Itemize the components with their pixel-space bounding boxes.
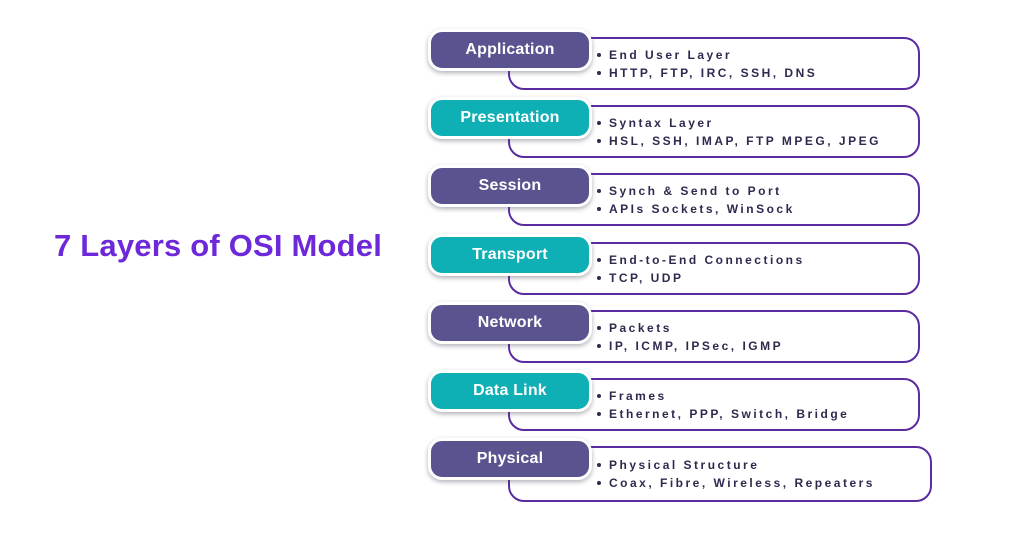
layer-name: Session <box>478 177 542 194</box>
bullet-icon <box>597 257 601 262</box>
layer-point-line: Coax, Fibre, Wireless, Repeaters <box>597 476 930 490</box>
layer-pill: Session <box>428 165 592 207</box>
layer-point-line: IP, ICMP, IPSec, IGMP <box>597 339 918 353</box>
bullet-icon <box>597 325 601 330</box>
bullet-icon <box>597 206 601 211</box>
layer-row: Frames Ethernet, PPP, Switch, Bridge Dat… <box>428 370 948 434</box>
layer-name: Data Link <box>473 382 547 399</box>
layer-point-line: Synch & Send to Port <box>597 184 918 198</box>
layer-name: Presentation <box>460 109 560 126</box>
layer-point: End-to-End Connections <box>609 252 805 267</box>
layer-name: Transport <box>472 246 548 263</box>
layer-point: Coax, Fibre, Wireless, Repeaters <box>609 476 875 490</box>
layer-pill: Data Link <box>428 370 592 412</box>
layer-pill: Transport <box>428 234 592 276</box>
layer-point-line: End User Layer <box>597 48 918 62</box>
layer-point: HSL, SSH, IMAP, FTP MPEG, JPEG <box>609 133 881 148</box>
layer-point: Frames <box>609 388 667 403</box>
layer-point: Packets <box>609 320 672 335</box>
bullet-icon <box>597 188 601 193</box>
bullet-icon <box>597 70 601 75</box>
diagram-title: 7 Layers of OSI Model <box>54 228 383 263</box>
layer-row: End-to-End Connections TCP, UDP Transpor… <box>428 234 948 298</box>
layer-point-line: End-to-End Connections <box>597 253 918 267</box>
layer-pill: Presentation <box>428 97 592 139</box>
layer-point: TCP, UDP <box>609 270 684 285</box>
layer-point-line: APIs Sockets, WinSock <box>597 202 918 216</box>
bullet-icon <box>597 463 601 467</box>
bullet-icon <box>597 275 601 280</box>
bullet-icon <box>597 393 601 398</box>
bullet-icon <box>597 411 601 416</box>
bullet-icon <box>597 52 601 57</box>
layer-point: Ethernet, PPP, Switch, Bridge <box>609 406 850 421</box>
layer-row: Packets IP, ICMP, IPSec, IGMP Network <box>428 302 948 366</box>
layer-pill: Application <box>428 29 592 71</box>
layer-point-line: TCP, UDP <box>597 271 918 285</box>
layer-name: Application <box>465 41 555 58</box>
layer-point: Synch & Send to Port <box>609 183 782 198</box>
layer-point: HTTP, FTP, IRC, SSH, DNS <box>609 65 818 80</box>
layer-point-line: Ethernet, PPP, Switch, Bridge <box>597 407 918 421</box>
layer-point-line: HSL, SSH, IMAP, FTP MPEG, JPEG <box>597 134 918 148</box>
layer-point-line: Physical Structure <box>597 458 930 472</box>
layer-point-line: Syntax Layer <box>597 116 918 130</box>
layer-row: Physical Structure Coax, Fibre, Wireless… <box>428 438 948 502</box>
layer-row: End User Layer HTTP, FTP, IRC, SSH, DNS … <box>428 29 948 93</box>
bullet-icon <box>597 120 601 125</box>
layer-point: APIs Sockets, WinSock <box>609 201 795 216</box>
layer-row: Syntax Layer HSL, SSH, IMAP, FTP MPEG, J… <box>428 97 948 161</box>
layer-point-line: HTTP, FTP, IRC, SSH, DNS <box>597 66 918 80</box>
bullet-icon <box>597 481 601 485</box>
layer-point: End User Layer <box>609 47 733 62</box>
bullet-icon <box>597 343 601 348</box>
layer-point: Syntax Layer <box>609 115 714 130</box>
layer-point: Physical Structure <box>609 458 760 472</box>
layer-point: IP, ICMP, IPSec, IGMP <box>609 338 784 353</box>
layer-point-line: Packets <box>597 321 918 335</box>
layer-pill: Network <box>428 302 592 344</box>
layer-name: Physical <box>476 450 544 467</box>
layer-pill: Physical <box>428 438 592 480</box>
layer-name: Network <box>477 314 543 331</box>
bullet-icon <box>597 138 601 143</box>
layer-point-line: Frames <box>597 389 918 403</box>
layer-row: Synch & Send to Port APIs Sockets, WinSo… <box>428 165 948 229</box>
